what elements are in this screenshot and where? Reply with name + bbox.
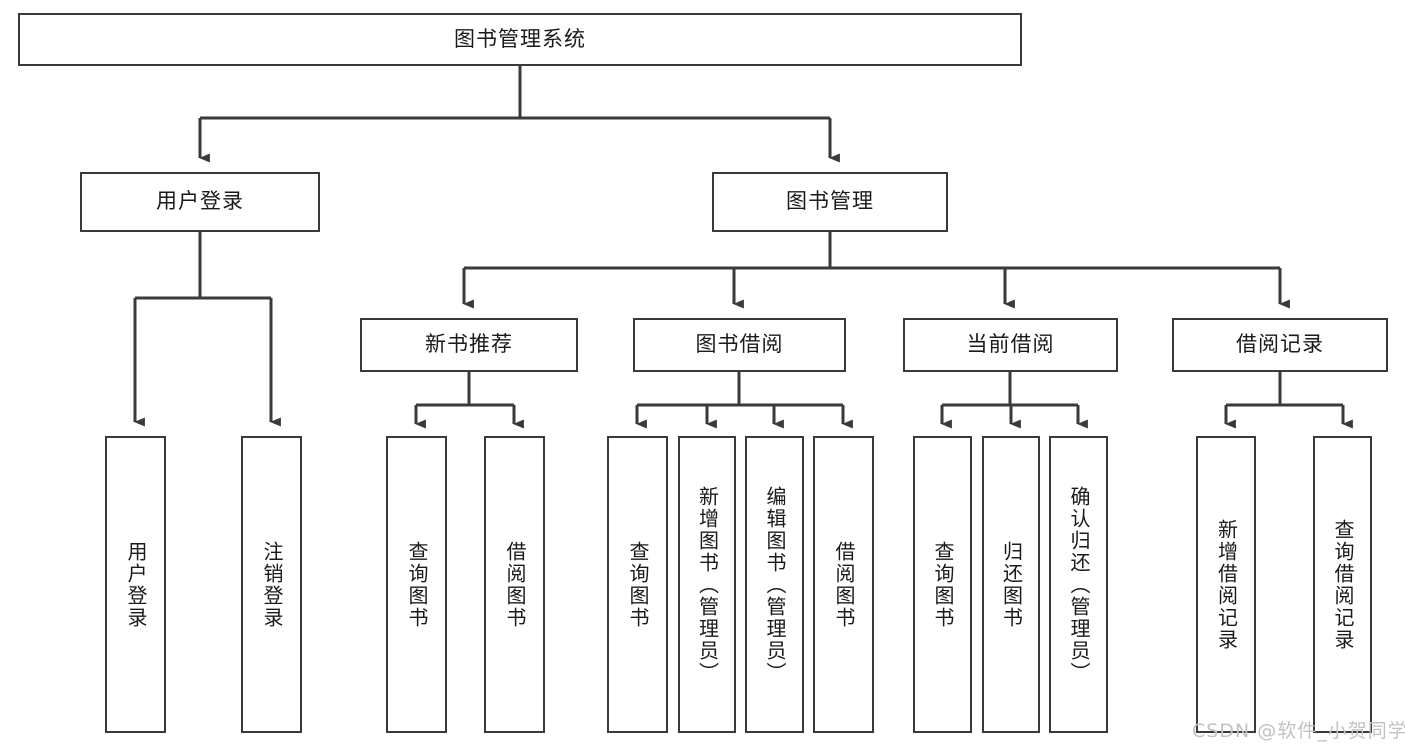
node-book-borrow[interactable]: 图书借阅 (633, 318, 846, 372)
leaf-add-book-admin[interactable]: 新增图书（管理员） (678, 436, 736, 733)
node-book-management-label: 图书管理 (786, 189, 874, 214)
leaf-borrow-books-recommend-label: 借阅图书 (503, 540, 527, 629)
leaf-user-login-label: 用户登录 (124, 540, 148, 629)
node-current-borrow[interactable]: 当前借阅 (903, 318, 1118, 372)
node-root-label: 图书管理系统 (454, 26, 586, 51)
csdn-watermark: CSDN @软件_小贺同学 (1192, 720, 1405, 742)
node-borrow-records[interactable]: 借阅记录 (1172, 318, 1388, 372)
leaf-logout[interactable]: 注销登录 (241, 436, 302, 733)
leaf-query-books-borrow-label: 查询图书 (626, 540, 650, 629)
node-root[interactable]: 图书管理系统 (18, 13, 1022, 66)
leaf-query-books-recommend[interactable]: 查询图书 (386, 436, 447, 733)
leaf-confirm-return-admin-label: 确认归还（管理员） (1067, 485, 1091, 684)
node-borrow-records-label: 借阅记录 (1236, 332, 1324, 357)
node-user-login[interactable]: 用户登录 (80, 172, 320, 232)
leaf-borrow-books-label: 借阅图书 (832, 540, 856, 629)
leaf-return-books-label: 归还图书 (999, 540, 1024, 629)
node-new-book-recommend-label: 新书推荐 (425, 332, 513, 357)
leaf-return-books[interactable]: 归还图书 (982, 436, 1040, 733)
leaf-user-login[interactable]: 用户登录 (105, 436, 166, 733)
leaf-query-borrow-record-label: 查询借阅记录 (1331, 518, 1355, 651)
leaf-query-books-recommend-label: 查询图书 (405, 540, 429, 629)
leaf-borrow-books-recommend[interactable]: 借阅图书 (484, 436, 545, 733)
node-new-book-recommend[interactable]: 新书推荐 (360, 318, 578, 372)
node-user-login-label: 用户登录 (156, 189, 244, 214)
leaf-query-books-current[interactable]: 查询图书 (913, 436, 972, 733)
leaf-add-book-admin-label: 新增图书（管理员） (695, 485, 720, 684)
leaf-add-borrow-record-label: 新增借阅记录 (1214, 518, 1239, 651)
leaf-confirm-return-admin[interactable]: 确认归还（管理员） (1049, 436, 1108, 733)
leaf-edit-book-admin[interactable]: 编辑图书（管理员） (745, 436, 804, 733)
node-book-borrow-label: 图书借阅 (695, 332, 784, 357)
leaf-borrow-books[interactable]: 借阅图书 (813, 436, 874, 733)
leaf-edit-book-admin-label: 编辑图书（管理员） (763, 485, 787, 684)
leaf-logout-label: 注销登录 (260, 540, 284, 629)
leaf-query-books-current-label: 查询图书 (931, 540, 955, 629)
node-current-borrow-label: 当前借阅 (966, 332, 1055, 357)
node-book-management[interactable]: 图书管理 (712, 172, 948, 232)
leaf-query-books-borrow[interactable]: 查询图书 (607, 436, 668, 733)
leaf-add-borrow-record[interactable]: 新增借阅记录 (1196, 436, 1256, 733)
leaf-query-borrow-record[interactable]: 查询借阅记录 (1313, 436, 1372, 733)
